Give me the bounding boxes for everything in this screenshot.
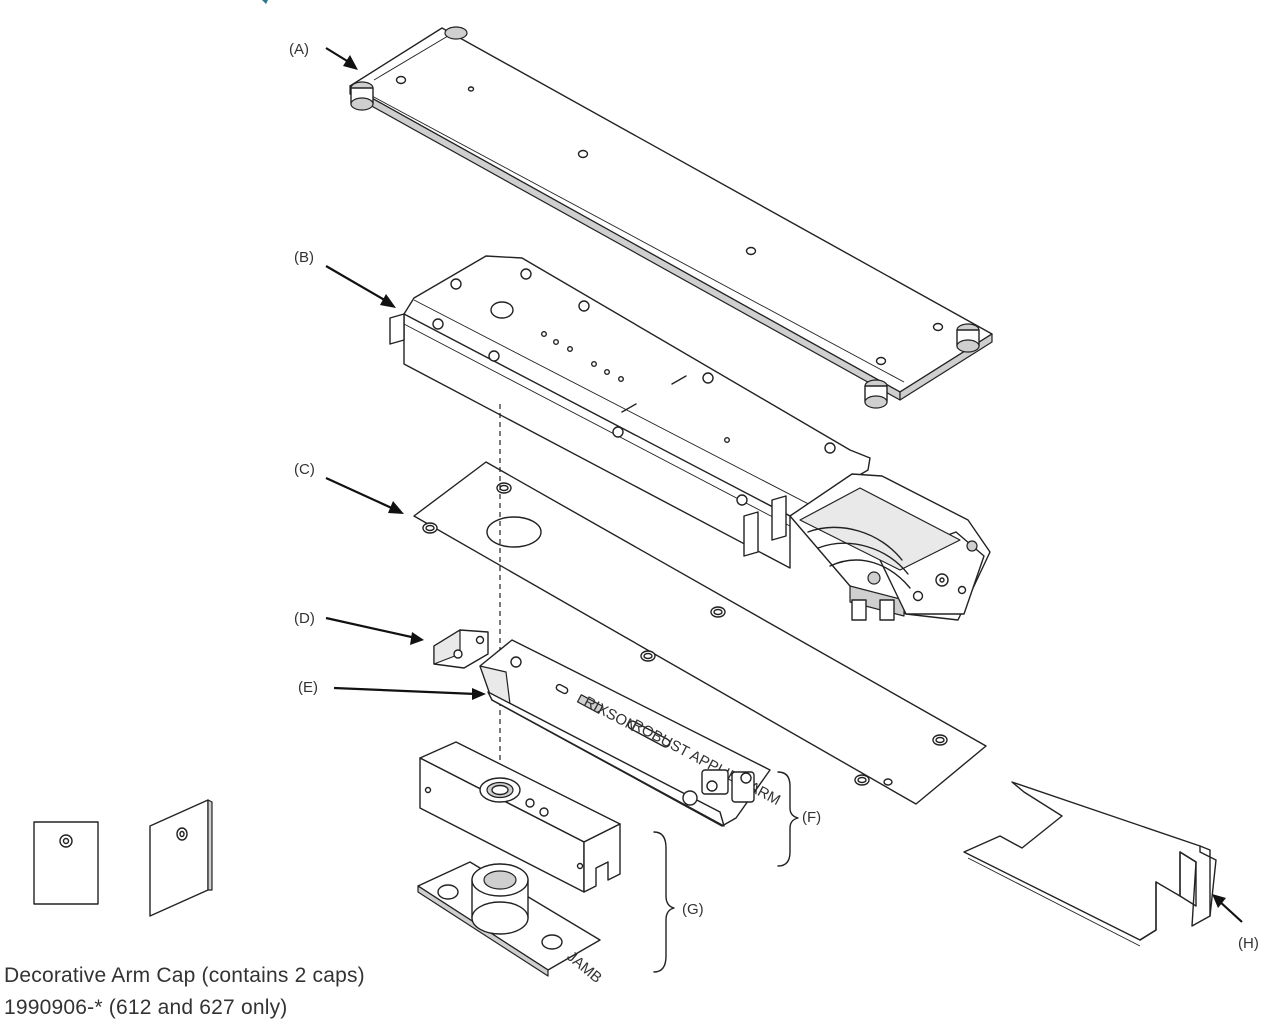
label-c: (C) bbox=[294, 461, 315, 478]
decorative-arm-cap-front bbox=[33, 821, 99, 905]
label-d: (D) bbox=[294, 610, 315, 627]
part-h-cover-clip bbox=[963, 781, 1217, 947]
part-a-cover-plate bbox=[349, 26, 993, 409]
label-a: (A) bbox=[289, 41, 309, 58]
label-b: (B) bbox=[294, 249, 314, 266]
decorative-arm-cap-angled bbox=[149, 799, 213, 917]
bracket-g bbox=[653, 831, 675, 973]
label-h: (H) bbox=[1238, 935, 1259, 952]
bracket-f bbox=[777, 771, 799, 867]
part-b-closer-body bbox=[389, 255, 991, 621]
callout-arrows bbox=[325, 47, 1243, 923]
header-accent bbox=[262, 0, 268, 4]
part-e-arm: RIXSON ROBUST APPLIED ARM bbox=[479, 639, 783, 827]
label-e: (E) bbox=[298, 679, 318, 696]
label-g: (G) bbox=[682, 901, 704, 918]
caption-line-1: Decorative Arm Cap (contains 2 caps) bbox=[4, 964, 365, 987]
part-g-pivot-bracket bbox=[419, 741, 621, 893]
label-f: (F) bbox=[802, 809, 821, 826]
jamb-plate-text: JAMB bbox=[563, 948, 605, 987]
part-g-jamb-plate: JAMB bbox=[417, 861, 605, 987]
caption-line-2: 1990906-* (612 and 627 only) bbox=[4, 996, 288, 1019]
part-d-spacer-block bbox=[433, 629, 489, 669]
